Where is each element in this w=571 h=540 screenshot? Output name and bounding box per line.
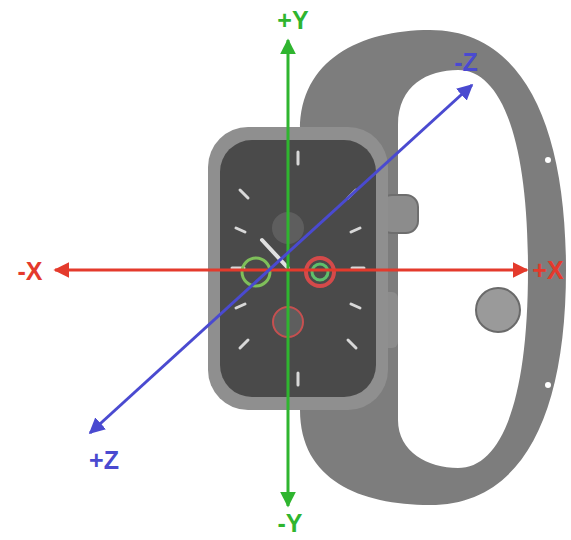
axis-label: -Y xyxy=(278,511,303,536)
axis-label: +X xyxy=(532,258,563,283)
activity-ring xyxy=(306,258,334,286)
band-pin xyxy=(476,288,520,332)
axis-label: +Z xyxy=(89,448,119,473)
y-axis xyxy=(287,40,290,506)
band-hole xyxy=(545,382,551,388)
x-axis xyxy=(55,269,527,272)
axis-label: -Z xyxy=(454,50,478,75)
activity-ring-inner xyxy=(312,264,328,280)
axis-label: +Y xyxy=(277,8,308,33)
axis-label: -X xyxy=(18,259,43,284)
z-axis xyxy=(90,85,472,433)
band-hole xyxy=(545,157,551,163)
